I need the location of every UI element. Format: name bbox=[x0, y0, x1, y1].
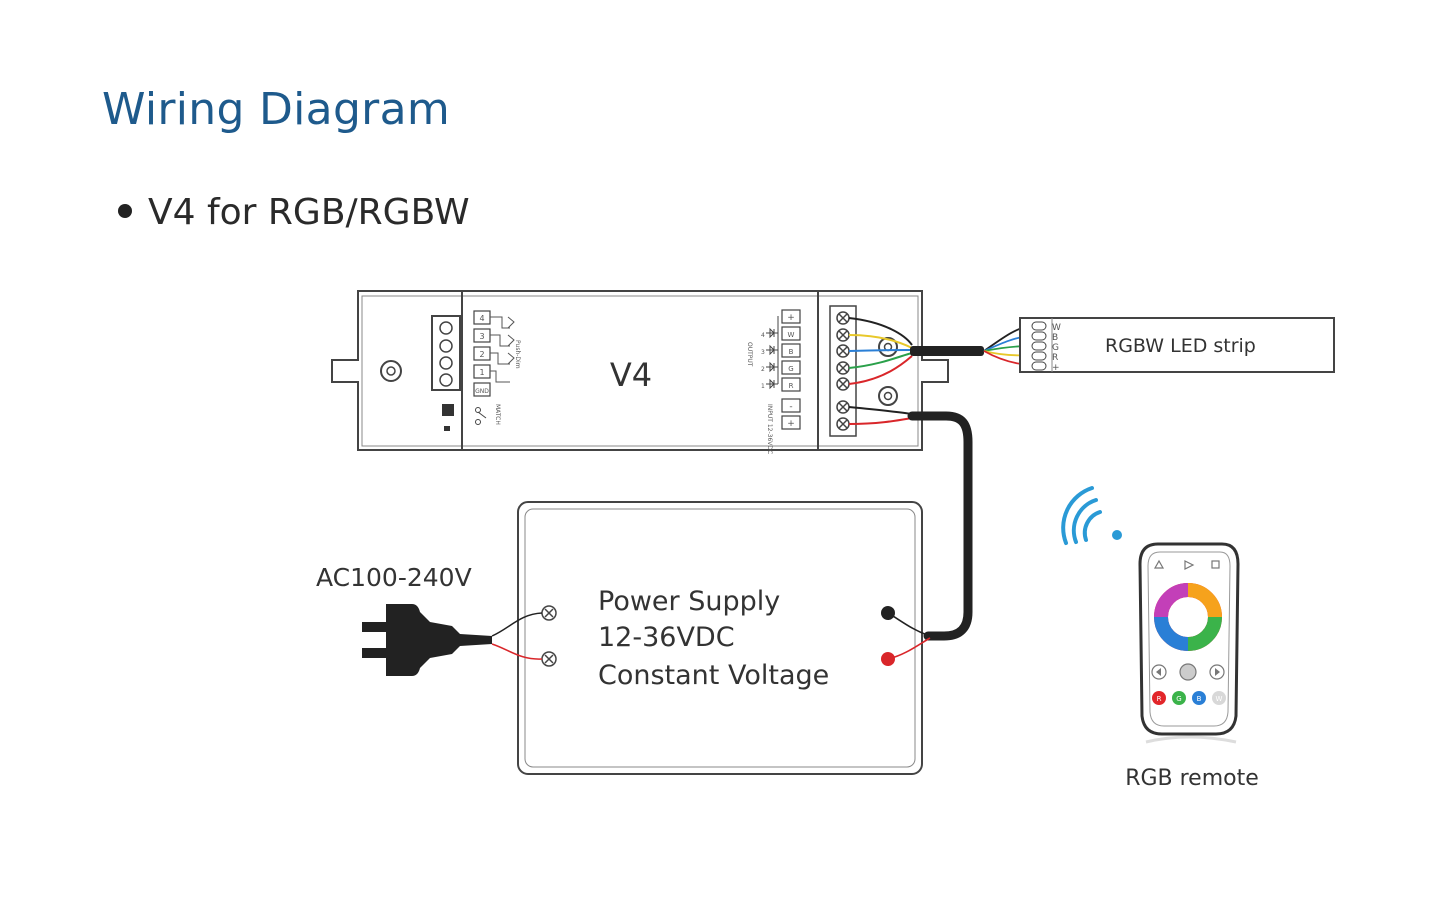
wireless-signal-icon bbox=[1061, 486, 1122, 545]
match-label: MATCH bbox=[494, 404, 501, 425]
output-channel-number: 2 bbox=[761, 366, 765, 373]
output-label: OUTPUT bbox=[746, 342, 753, 367]
center-button[interactable] bbox=[1179, 663, 1197, 681]
remote-label: RGB remote bbox=[1125, 766, 1259, 791]
output-channel-label: W bbox=[788, 331, 795, 339]
screw-terminal-block bbox=[829, 305, 857, 437]
strip-pin-label: W bbox=[1052, 323, 1061, 333]
ac-input-label: AC100-240V bbox=[316, 563, 472, 592]
remote-button-label: G bbox=[1176, 695, 1181, 703]
pushdim-terminal-label: 1 bbox=[479, 368, 484, 377]
output-terminal-label: + bbox=[787, 313, 795, 323]
output-channel-number: 3 bbox=[761, 349, 765, 356]
dc-output-wires bbox=[887, 612, 931, 660]
bullet-icon bbox=[118, 204, 132, 218]
pushdim-terminal-label: 4 bbox=[479, 314, 484, 323]
output-terminals: + W B G R - + 4 3 2 1 OUTPUT INPUT 12-36… bbox=[746, 309, 801, 454]
output-channel-number: 4 bbox=[761, 332, 765, 339]
play-icon[interactable] bbox=[1184, 560, 1195, 570]
plug-icon bbox=[386, 604, 492, 676]
input-terminal-label: - bbox=[789, 402, 792, 412]
strip-pin-label: B bbox=[1052, 333, 1058, 343]
stop-icon[interactable] bbox=[1211, 560, 1220, 569]
strip-pin-label: G bbox=[1052, 343, 1059, 353]
power-icon[interactable] bbox=[1153, 559, 1165, 569]
output-wires bbox=[848, 317, 913, 425]
input-label: INPUT 12-36VDC bbox=[766, 404, 773, 454]
power-supply-type: Constant Voltage bbox=[598, 660, 829, 691]
match-button[interactable] bbox=[442, 404, 454, 416]
green-button[interactable] bbox=[1172, 691, 1186, 705]
pushdim-label: Push-Dim bbox=[514, 340, 521, 369]
output-cable bbox=[910, 346, 984, 356]
red-button[interactable] bbox=[1152, 691, 1166, 705]
remote-button-label: W bbox=[1216, 695, 1223, 703]
page-title: Wiring Diagram bbox=[102, 84, 450, 135]
output-channel-label: G bbox=[788, 365, 793, 373]
input-cable bbox=[907, 411, 973, 641]
pushdim-terminal-label: 2 bbox=[479, 350, 484, 359]
input-terminal-label: + bbox=[787, 419, 795, 429]
power-supply: Power Supply 12-36VDC Constant Voltage bbox=[517, 501, 923, 775]
rgbw-led-strip: W B G R + RGBW LED strip bbox=[1019, 317, 1335, 373]
section-heading: V4 for RGB/RGBW bbox=[118, 192, 470, 233]
output-channel-label: B bbox=[789, 348, 794, 356]
remote-button-label: B bbox=[1197, 695, 1202, 703]
ac-plug: AC100-240V bbox=[316, 563, 492, 676]
pushdim-terminal-label: 3 bbox=[479, 332, 484, 341]
controller-name: V4 bbox=[610, 356, 652, 394]
power-supply-title: Power Supply bbox=[598, 586, 780, 617]
ac-wires bbox=[491, 612, 543, 660]
white-button[interactable] bbox=[1212, 691, 1226, 705]
blue-button[interactable] bbox=[1192, 691, 1206, 705]
strip-pin-label: + bbox=[1052, 363, 1060, 373]
mount-hole-icon bbox=[380, 360, 402, 382]
pushdim-terminals: 4 3 2 1 GND Push-Dim MATCH bbox=[473, 310, 521, 425]
section-heading-text: V4 for RGB/RGBW bbox=[148, 192, 470, 233]
remote-button-label: R bbox=[1157, 695, 1162, 703]
v4-controller: 4 3 2 1 GND Push-Dim MATCH V4 + W bbox=[331, 290, 949, 454]
output-channel-label: R bbox=[789, 382, 794, 390]
rgb-remote: R G B W RGB remote bbox=[1125, 542, 1259, 791]
strip-pin-label: R bbox=[1052, 353, 1058, 363]
pushdim-connector bbox=[431, 315, 461, 391]
power-supply-voltage: 12-36VDC bbox=[598, 622, 735, 653]
pushdim-terminal-label: GND bbox=[475, 388, 489, 395]
led-strip-label: RGBW LED strip bbox=[1105, 335, 1256, 357]
output-channel-number: 1 bbox=[761, 383, 765, 390]
